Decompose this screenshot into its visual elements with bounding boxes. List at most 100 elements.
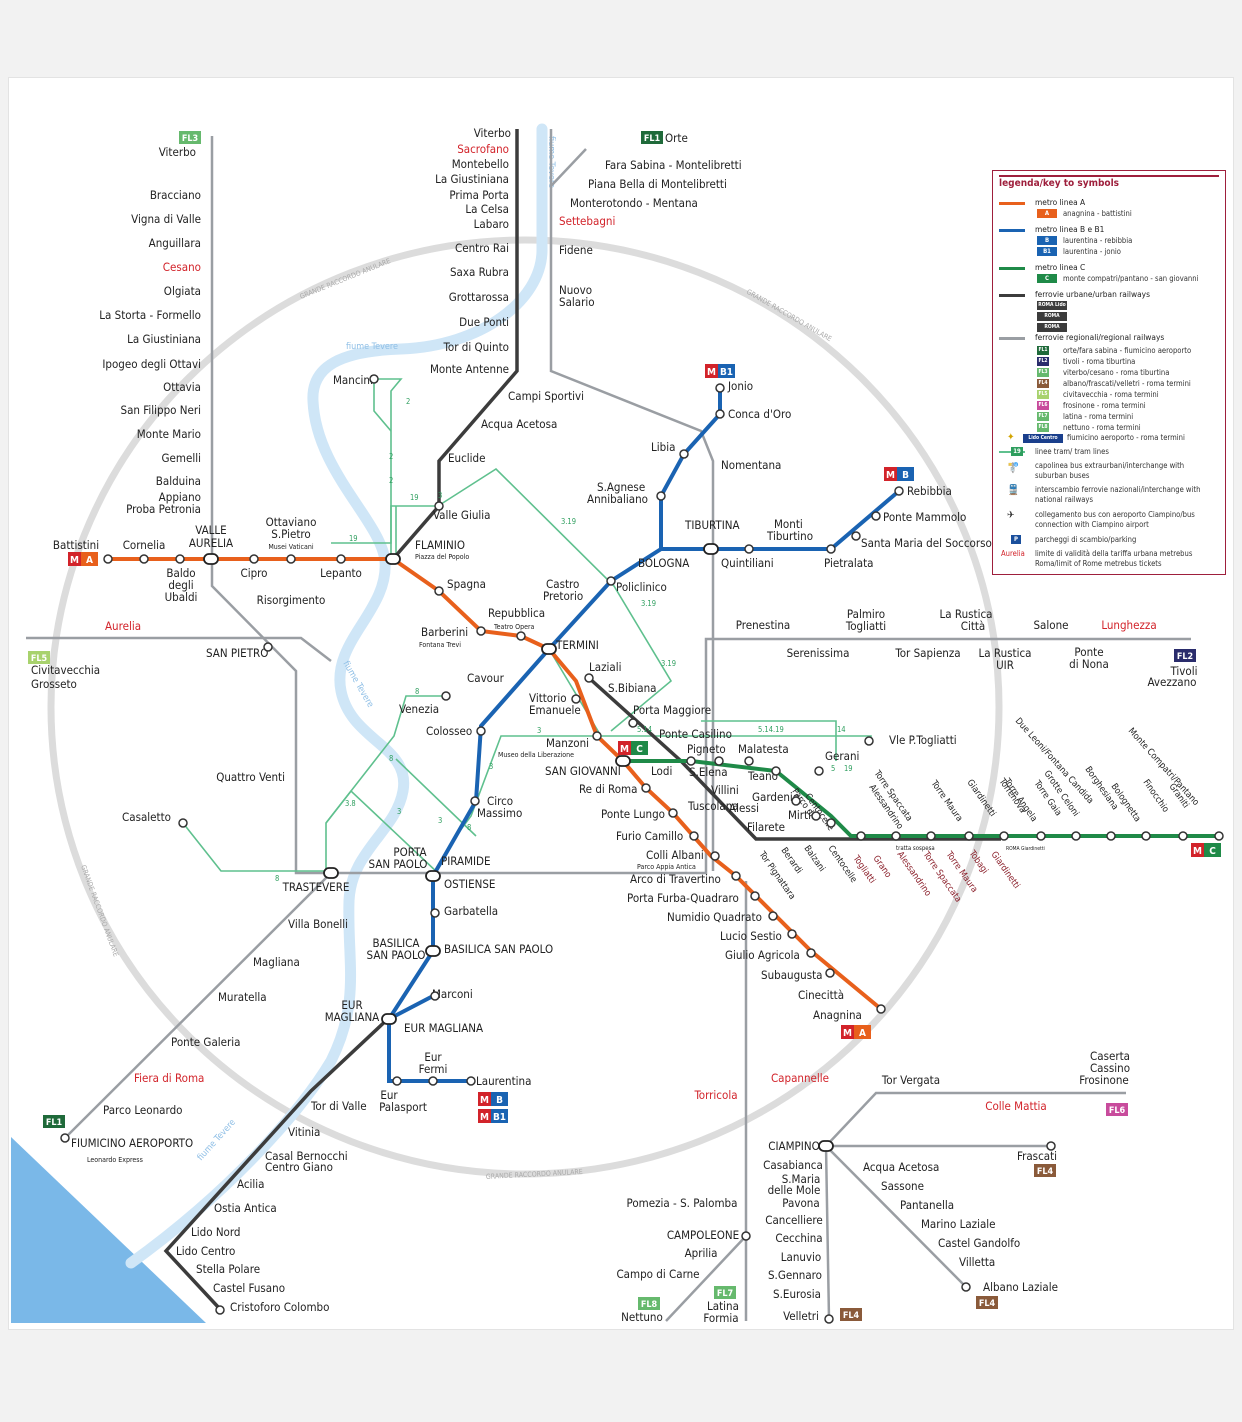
station-label[interactable]: Cinecittà xyxy=(798,988,844,1002)
station-dot[interactable] xyxy=(1046,1141,1056,1151)
station-label[interactable]: Manzoni xyxy=(546,736,589,750)
station-label[interactable]: S.Gennaro xyxy=(768,1268,822,1282)
station-label[interactable]: S.Bibiana xyxy=(608,681,657,695)
station-label[interactable]: S.Pietro xyxy=(271,527,310,541)
station-label[interactable]: Ponte Casilino xyxy=(659,727,732,741)
interchange-station[interactable] xyxy=(703,543,719,555)
station-dot[interactable] xyxy=(826,544,836,554)
station-label[interactable]: Colle Mattia xyxy=(985,1099,1047,1113)
station-label[interactable]: Battistini xyxy=(53,538,99,552)
station-dot[interactable] xyxy=(750,891,760,901)
station-label[interactable]: Pietralata xyxy=(824,556,873,570)
station-label[interactable]: Garbatella xyxy=(444,904,498,918)
station-label[interactable]: Mancini xyxy=(333,373,373,387)
station-label[interactable]: Fiera di Roma xyxy=(134,1071,204,1085)
station-label[interactable]: Ponte Lungo xyxy=(601,807,665,821)
station-label[interactable]: OSTIENSE xyxy=(444,877,495,891)
station-label[interactable]: SAN PAOLO xyxy=(369,857,428,871)
station-dot[interactable] xyxy=(668,808,678,818)
interchange-station[interactable] xyxy=(541,643,557,655)
station-label[interactable]: Repubblica xyxy=(488,606,545,620)
station-dot[interactable] xyxy=(825,968,835,978)
station-label[interactable]: Gardenie xyxy=(752,790,799,804)
station-label[interactable]: Berardi xyxy=(779,846,804,876)
station-label[interactable]: Campo di Carne xyxy=(616,1267,699,1281)
station-label[interactable]: S.Eurosia xyxy=(773,1287,821,1301)
station-dot[interactable] xyxy=(428,1076,438,1086)
station-dot[interactable] xyxy=(824,1314,834,1324)
station-label[interactable]: Fidene xyxy=(559,243,593,257)
station-label[interactable]: Cecchina xyxy=(775,1231,822,1245)
station-label[interactable]: La Storta - Formello xyxy=(99,308,201,322)
station-label[interactable]: Vle P.Togliatti xyxy=(889,733,957,747)
station-label[interactable]: Colosseo xyxy=(426,724,472,738)
station-dot[interactable] xyxy=(178,818,188,828)
station-label[interactable]: Leonardo Express xyxy=(87,1156,143,1164)
station-label[interactable]: Balduina xyxy=(156,474,201,488)
station-label[interactable]: Cornelia xyxy=(123,538,166,552)
station-label[interactable]: Monte Antenne xyxy=(430,362,509,376)
station-label[interactable]: Arco di Travertino xyxy=(630,872,721,886)
station-dot[interactable] xyxy=(336,554,346,564)
station-label[interactable]: Villa Bonelli xyxy=(288,917,348,931)
station-label[interactable]: Giardinetti xyxy=(989,850,1022,891)
station-label[interactable]: Anguillara xyxy=(149,236,201,250)
station-label[interactable]: Vittorio xyxy=(529,691,567,705)
station-label[interactable]: Centro Rai xyxy=(455,241,509,255)
station-label[interactable]: Ponte Galeria xyxy=(171,1035,241,1049)
rome-transit-map[interactable]: GRANDE RACCORDO ANULARE GRANDE RACCORDO … xyxy=(9,78,1235,1331)
station-label[interactable]: Castro xyxy=(546,577,579,591)
station-dot[interactable] xyxy=(434,586,444,596)
station-label[interactable]: Cassino xyxy=(1090,1061,1130,1075)
interchange-station[interactable] xyxy=(385,553,401,565)
station-label[interactable]: Casabianca xyxy=(763,1158,823,1172)
station-label[interactable]: Mirti xyxy=(788,808,811,822)
station-label[interactable]: Gerani xyxy=(825,749,859,763)
station-label[interactable]: Fara Sabina - Montelibretti xyxy=(605,158,742,172)
station-label[interactable]: Magliana xyxy=(253,955,300,969)
station-dot[interactable] xyxy=(771,766,781,776)
station-dot[interactable] xyxy=(641,783,651,793)
station-label[interactable]: Policlinico xyxy=(616,580,667,594)
station-label[interactable]: Monti xyxy=(774,517,803,531)
station-label[interactable]: degli xyxy=(168,578,193,592)
station-label[interactable]: Gemelli xyxy=(162,451,201,465)
station-label[interactable]: Eur xyxy=(424,1050,442,1064)
station-label[interactable]: Velletri xyxy=(783,1309,819,1323)
station-label[interactable]: Filarete xyxy=(747,820,785,834)
station-label[interactable]: Saxa Rubra xyxy=(450,265,509,279)
station-label[interactable]: Marconi xyxy=(432,987,473,1001)
station-label[interactable]: Serenissima xyxy=(787,646,850,660)
station-dot[interactable] xyxy=(430,991,440,1001)
station-label[interactable]: Lanuvio xyxy=(781,1250,822,1264)
station-dot[interactable] xyxy=(263,642,273,652)
station-label[interactable]: Aprilia xyxy=(685,1246,718,1260)
station-label[interactable]: Acilia xyxy=(237,1177,265,1191)
station-label[interactable]: TIBURTINA xyxy=(684,518,740,532)
station-label[interactable]: Due Ponti xyxy=(459,315,509,329)
station-dot[interactable] xyxy=(592,731,602,741)
station-label[interactable]: Circo xyxy=(487,794,513,808)
station-label[interactable]: Numidio Quadrato xyxy=(667,910,762,924)
station-label[interactable]: Cesano xyxy=(163,260,201,274)
station-label[interactable]: Villetta xyxy=(959,1255,995,1269)
station-label[interactable]: Ottavia xyxy=(163,380,201,394)
station-dot[interactable] xyxy=(476,626,486,636)
station-label[interactable]: Lunghezza xyxy=(1101,618,1156,632)
station-label[interactable]: Vigna di Valle xyxy=(131,212,201,226)
interchange-station[interactable] xyxy=(203,553,219,565)
station-label[interactable]: Centocelle xyxy=(826,844,859,885)
station-label[interactable]: Appiano xyxy=(159,490,201,504)
station-label[interactable]: Emanuele xyxy=(529,703,581,717)
station-dot[interactable] xyxy=(215,1305,225,1315)
station-label[interactable]: Prenestina xyxy=(736,618,791,632)
station-dot[interactable] xyxy=(814,766,824,776)
station-label[interactable]: SAN GIOVANNI xyxy=(545,764,621,778)
station-label[interactable]: Re di Roma xyxy=(579,782,637,796)
station-label[interactable]: EUR xyxy=(341,998,362,1012)
station-label[interactable]: Due Leoni/Fontana Candida xyxy=(1013,716,1095,806)
interchange-station[interactable] xyxy=(425,870,441,882)
station-dot[interactable] xyxy=(806,948,816,958)
station-label[interactable]: Tiburtino xyxy=(766,529,813,543)
station-label[interactable]: Ponte xyxy=(1074,645,1103,659)
